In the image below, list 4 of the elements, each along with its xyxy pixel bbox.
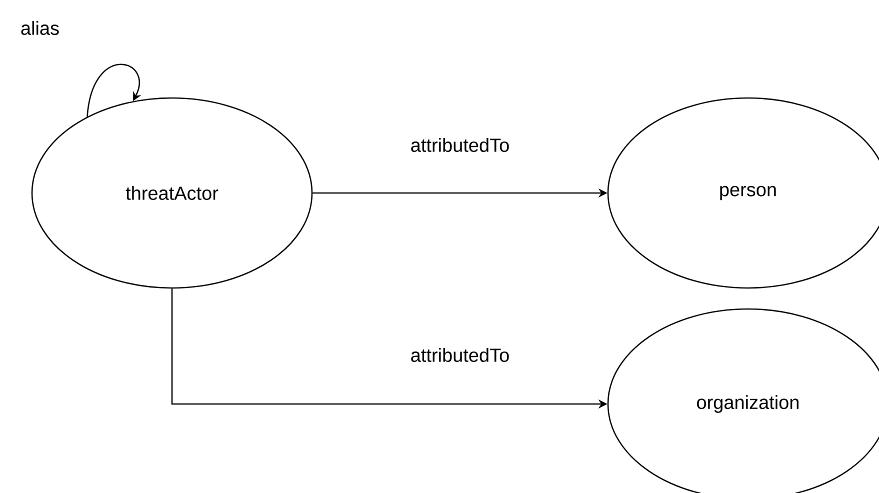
arrow	[86, 64, 142, 117]
edge-label: attributedTo	[411, 138, 509, 152]
edge-label: alias	[21, 21, 59, 35]
edge-label: attributedTo	[411, 348, 509, 362]
